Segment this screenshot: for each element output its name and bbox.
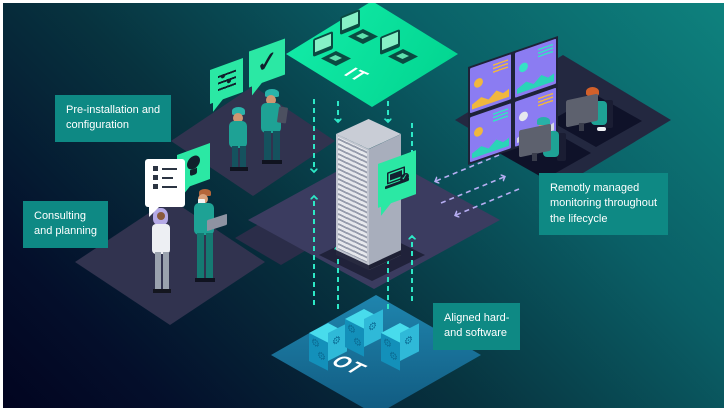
standing-consultant-man: [191, 187, 229, 291]
monitor-stand: [532, 153, 537, 161]
person-shoe: [205, 278, 215, 282]
checkmark-icon: ✓: [249, 38, 285, 87]
hair: [199, 189, 211, 196]
person-shoe: [162, 289, 171, 293]
label-aligned-hw-sw: Aligned hard- and software: [433, 303, 521, 350]
person-shoe: [230, 167, 239, 171]
hair: [586, 87, 599, 96]
standing-consultant-woman: [149, 206, 177, 298]
person-shoe: [262, 160, 272, 164]
person-head: [157, 212, 165, 220]
label-consulting: Consulting and planning: [23, 201, 109, 248]
clipboard: [276, 106, 289, 124]
chair: [604, 100, 613, 128]
person-shoe: [153, 289, 162, 293]
person-body: [152, 224, 170, 254]
label-remote-monitoring: Remotly managed monitoring throughout th…: [539, 173, 669, 236]
checkmark-glyph: ✓: [256, 45, 278, 80]
cap: [232, 107, 245, 115]
cap: [537, 117, 550, 125]
face-mask: [198, 199, 205, 204]
person-shoe: [239, 167, 248, 171]
person-body: [229, 121, 247, 148]
seated-operator: [513, 113, 573, 173]
chair: [557, 133, 566, 161]
person-head: [266, 95, 276, 105]
standing-worker: [257, 87, 291, 169]
cap: [265, 89, 279, 97]
person-shoe: [597, 127, 606, 131]
checklist-bubble-icon: [145, 159, 185, 217]
laptop-icon: [380, 28, 422, 69]
gear-cube-icon: ⚙ ⚙ ⚙: [309, 323, 347, 371]
person-shoe: [195, 278, 205, 282]
gear-cube-icon: ⚙ ⚙ ⚙: [381, 323, 419, 371]
server-rack-front: [336, 134, 369, 271]
label-pre-installation: Pre-installation and configuration: [55, 95, 172, 142]
gear-cube-icon: ⚙ ⚙ ⚙: [345, 309, 383, 357]
standing-worker: [225, 105, 255, 175]
server-rack: [333, 116, 403, 271]
monitor-stand: [579, 123, 584, 131]
laptop-icon: [313, 30, 355, 71]
person-body: [261, 103, 281, 133]
laptop-icon: [340, 8, 382, 49]
seated-operator: [560, 83, 620, 143]
person-shoe: [272, 160, 282, 164]
person-head: [233, 113, 243, 123]
